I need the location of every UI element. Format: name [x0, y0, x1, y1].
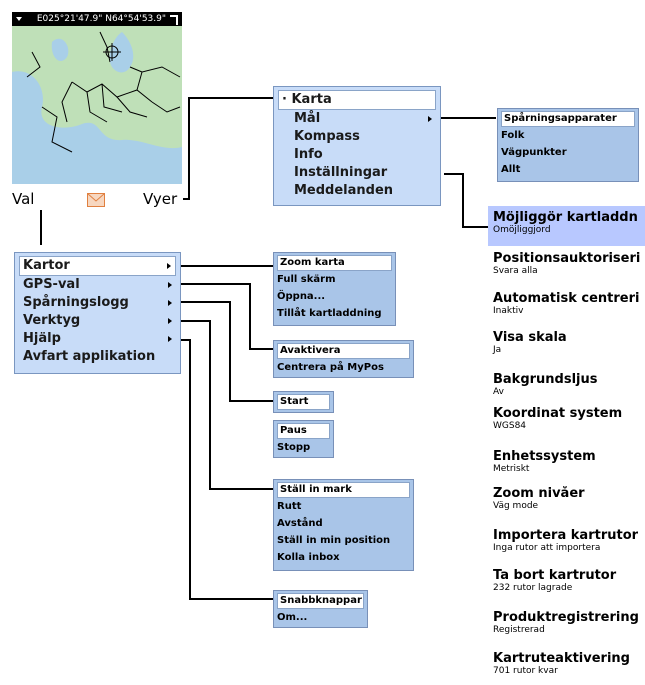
log-pause-submenu: Paus Stopp	[273, 420, 334, 458]
maps-item-oppna[interactable]: Öppna...	[277, 291, 326, 302]
help-submenu: Snabbknappar Om...	[273, 590, 368, 628]
tools-submenu: Ställ in mark Rutt Avstånd Ställ in min …	[273, 479, 414, 571]
setting-zoom-nivaer[interactable]: Zoom nivåer Väg mode	[493, 486, 585, 511]
chevron-right-icon	[428, 116, 432, 122]
setting-visa-skala[interactable]: Visa skala Ja	[493, 330, 567, 355]
targets-item-vagpunkter[interactable]: Vägpunkter	[501, 147, 567, 158]
status-bar: E025°21'47.9" N64°54'53.9"	[12, 12, 182, 26]
setting-positionsauktorisering[interactable]: Positionsauktoriseri Svara alla	[493, 251, 641, 276]
setting-kartladdning[interactable]: Möjliggör kartladdn Omöjliggjord	[493, 210, 638, 235]
log-item-paus[interactable]: Paus	[277, 423, 330, 439]
signal-icon	[170, 15, 178, 25]
gps-item-avaktivera[interactable]: Avaktivera	[277, 343, 410, 359]
maps-submenu: Zoom karta Full skärm Öppna... Tillåt ka…	[273, 252, 396, 326]
options-item-avfart-applikation[interactable]: Avfart applikation	[23, 349, 156, 364]
left-softkey-val[interactable]: Val	[12, 190, 35, 208]
tools-item-stall-in-min-position[interactable]: Ställ in min position	[277, 535, 391, 546]
targets-item-folk[interactable]: Folk	[501, 130, 525, 141]
tools-item-stall-in-mark[interactable]: Ställ in mark	[277, 482, 410, 498]
chevron-right-icon	[168, 336, 172, 342]
options-menu: Kartor GPS-val Spårningslogg Verktyg Hjä…	[14, 252, 181, 374]
options-item-gps-val[interactable]: GPS-val	[19, 276, 176, 294]
views-menu-item-mal[interactable]: Mål	[278, 110, 436, 128]
maps-item-full-skarm[interactable]: Full skärm	[277, 274, 336, 285]
chevron-right-icon	[168, 300, 172, 306]
setting-automatisk-centrering[interactable]: Automatisk centreri Inaktiv	[493, 291, 640, 316]
setting-importera-kartrutor[interactable]: Importera kartrutor Inga rutor att impor…	[493, 528, 639, 553]
views-menu: · Karta Mål Kompass Info Inställningar M…	[273, 86, 441, 206]
setting-enhetssystem[interactable]: Enhetssystem Metriskt	[493, 449, 596, 474]
options-item-sparningslogg[interactable]: Spårningslogg	[19, 294, 176, 312]
setting-koordinat-system[interactable]: Koordinat system WGS84	[493, 406, 623, 431]
help-item-om[interactable]: Om...	[277, 612, 308, 623]
chevron-right-icon	[167, 263, 171, 269]
log-item-stopp[interactable]: Stopp	[277, 442, 311, 453]
maps-item-zoom-karta[interactable]: Zoom karta	[277, 255, 392, 271]
tools-item-avstand[interactable]: Avstånd	[277, 518, 323, 529]
help-item-snabbknappar[interactable]: Snabbknappar	[277, 593, 364, 609]
views-menu-item-info[interactable]: Info	[294, 147, 323, 162]
targets-submenu: Spårningsapparater Folk Vägpunkter Allt	[497, 108, 639, 182]
targets-item-sparningsapparater[interactable]: Spårningsapparater	[501, 111, 635, 127]
gps-coordinates: E025°21'47.9" N64°54'53.9"	[36, 14, 166, 24]
phone-screen: E025°21'47.9" N64°54'53.9"	[12, 12, 182, 184]
options-item-verktyg[interactable]: Verktyg	[19, 312, 176, 330]
chevron-right-icon	[168, 318, 172, 324]
targets-item-allt[interactable]: Allt	[501, 164, 521, 175]
europe-map[interactable]	[12, 12, 182, 184]
setting-kartruteaktivering[interactable]: Kartruteaktivering 701 rutor kvar	[493, 651, 630, 676]
tools-item-kolla-inbox[interactable]: Kolla inbox	[277, 552, 340, 563]
tools-item-rutt[interactable]: Rutt	[277, 501, 302, 512]
views-menu-item-kompass[interactable]: Kompass	[294, 129, 360, 144]
options-item-kartor[interactable]: Kartor	[19, 256, 176, 276]
views-menu-item-installningar[interactable]: Inställningar	[294, 165, 388, 180]
gps-item-centrera-pa-mypos[interactable]: Centrera på MyPos	[277, 362, 384, 373]
settings-list: Möjliggör kartladdn Omöjliggjord Positio…	[488, 206, 645, 685]
options-item-hjalp[interactable]: Hjälp	[19, 330, 176, 348]
views-menu-item-karta[interactable]: · Karta	[278, 90, 436, 110]
envelope-icon[interactable]	[87, 192, 105, 207]
setting-bakgrundsljus[interactable]: Bakgrundsljus Av	[493, 372, 598, 397]
settings-selected-highlight	[488, 206, 645, 246]
menu-indicator-icon	[16, 17, 22, 21]
setting-produktregistrering[interactable]: Produktregistrering Registrerad	[493, 610, 639, 635]
log-item-start[interactable]: Start	[277, 394, 330, 410]
chevron-right-icon	[168, 282, 172, 288]
gps-submenu: Avaktivera Centrera på MyPos	[273, 340, 414, 378]
views-menu-item-meddelanden[interactable]: Meddelanden	[294, 183, 394, 198]
setting-ta-bort-kartrutor[interactable]: Ta bort kartrutor 232 rutor lagrade	[493, 568, 617, 593]
right-softkey-vyer[interactable]: Vyer	[143, 190, 178, 208]
maps-item-tillat-kartladdning[interactable]: Tillåt kartladdning	[277, 308, 382, 319]
log-start-submenu: Start	[273, 391, 334, 413]
